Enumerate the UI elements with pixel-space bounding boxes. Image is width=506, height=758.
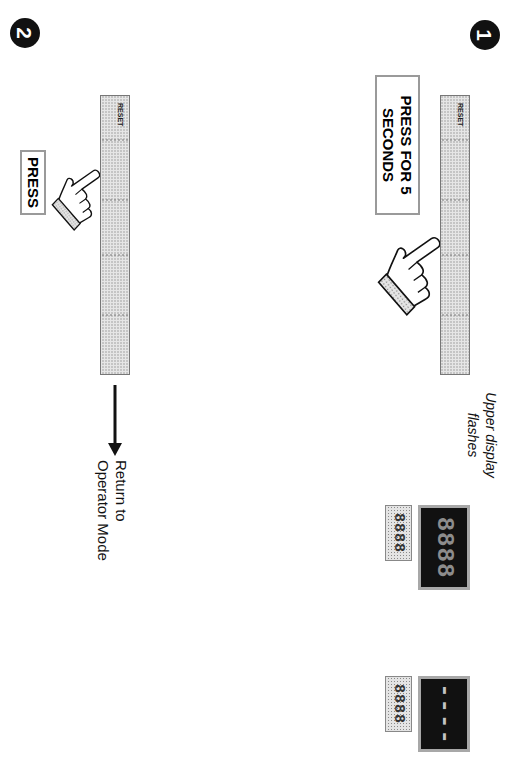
step-number-text: 1 [475,29,496,41]
instruction-box: PRESS FOR 5 SECONDS [375,75,420,215]
instruction-box: PRESS [20,150,46,215]
pointing-hand [45,162,117,232]
keypad: RESET [440,95,470,375]
circle-fill [10,18,40,48]
lower-display: 8888 [385,505,412,561]
circle-fill [470,20,500,50]
display-digits: 8888 [391,684,406,724]
keypad-face [100,95,130,375]
key-dividers [442,140,468,315]
key-label: RESET [117,103,124,126]
display-digits: 8888 [432,517,456,579]
return-arrow [108,385,122,456]
keypad-art [440,95,470,375]
display-digits: ---- [432,683,456,745]
lower-display: 8888 [385,676,412,732]
key-dividers [102,140,128,315]
key-label: RESET [457,103,464,126]
pointing-hand [370,227,464,317]
instruction-text: PRESS FOR 5 SECONDS [380,95,416,195]
step-number: 1 [470,20,500,50]
display-note: Upper display flashes [464,380,500,490]
keypad-face [440,95,470,375]
instruction-text: PRESS [24,157,42,208]
keypad: RESET [100,95,130,375]
result-note: Return to Operator Mode [94,460,130,578]
upper-display: ---- [418,676,470,752]
step-number: 2 [10,18,40,48]
display-digits: 8888 [391,513,406,553]
keypad-art [100,95,130,375]
step-number-text: 2 [15,27,36,39]
upper-display: 8888 [418,505,470,590]
